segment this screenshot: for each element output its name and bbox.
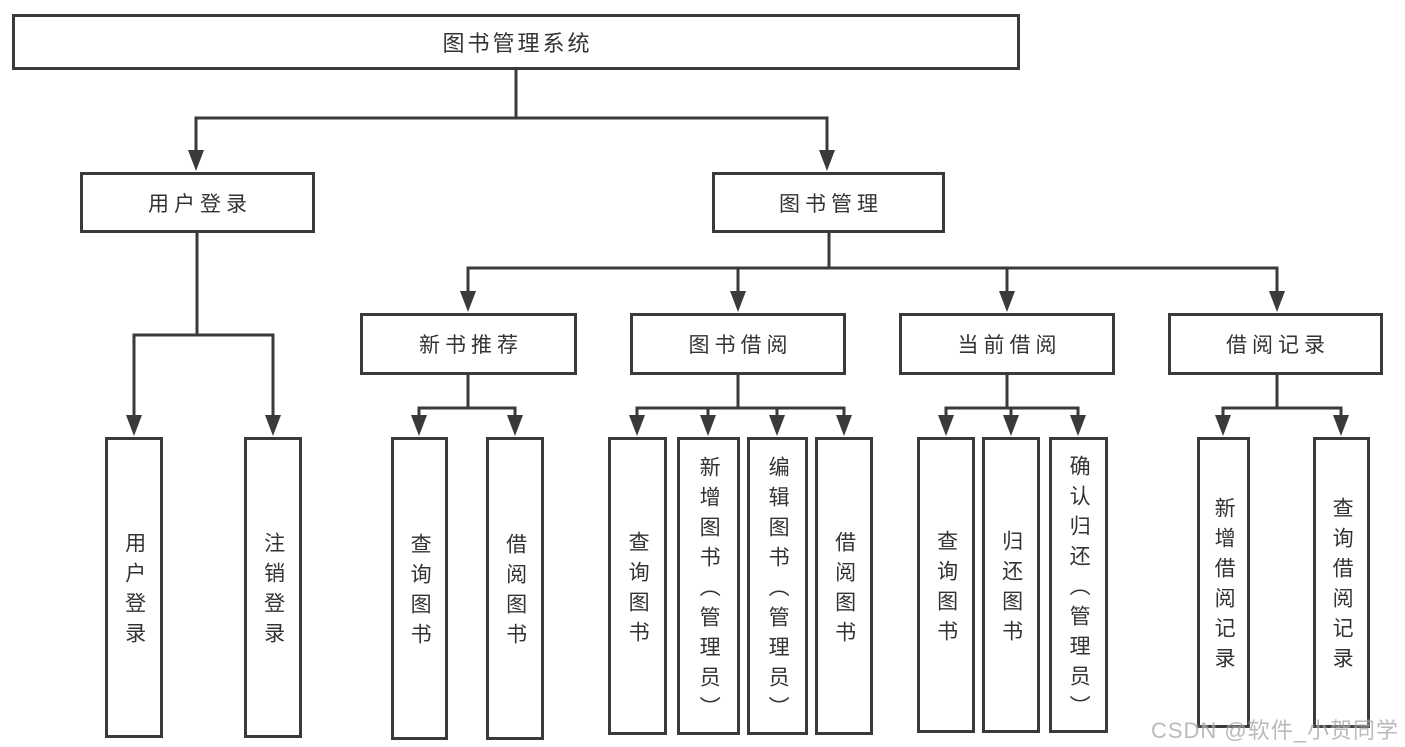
leaf-query-borrow-record-label: 查询借阅记录 [1330,497,1354,677]
leaf-edit-books-admin-label: 编辑图书（管理员） [766,455,790,726]
leaf-borrow-books-1-label: 借阅图书 [503,533,527,653]
node-borrow-records-label: 借阅记录 [1226,334,1330,357]
connector-records-to-leaves [1215,373,1349,436]
leaf-confirm-return-admin: 确认归还（管理员） [1049,437,1108,733]
csdn-watermark: CSDN @软件_小贺同学 [1150,718,1399,743]
node-root: 图书管理系统 [12,14,1020,70]
leaf-return-books-label: 归还图书 [999,529,1023,650]
node-new-book-recommend-label: 新书推荐 [419,334,523,357]
node-book-borrow: 图书借阅 [630,313,846,375]
leaf-query-books-1: 查询图书 [391,437,448,740]
leaf-add-borrow-record: 新增借阅记录 [1197,437,1250,728]
node-book-management-label: 图书管理 [779,192,883,216]
leaf-add-books-admin: 新增图书（管理员） [677,437,740,735]
leaf-query-books-1-label: 查询图书 [408,533,432,653]
connector-management-to-level3 [460,231,1285,312]
leaf-query-books-3: 查询图书 [917,437,975,733]
leaf-query-books-3-label: 查询图书 [934,529,958,650]
connector-root-to-level2 [188,68,835,171]
node-current-borrow-label: 当前借阅 [957,334,1062,357]
leaf-user-login-label: 用户登录 [122,532,146,652]
leaf-borrow-books-2: 借阅图书 [815,437,873,735]
leaf-logout-label: 注销登录 [261,532,285,652]
leaf-return-books: 归还图书 [982,437,1040,733]
leaf-query-borrow-record: 查询借阅记录 [1313,437,1370,728]
node-user-login-label: 用户登录 [148,192,252,216]
leaf-add-books-admin-label: 新增图书（管理员） [697,455,721,726]
leaf-user-login: 用户登录 [105,437,163,738]
leaf-query-books-2: 查询图书 [608,437,667,735]
node-user-login: 用户登录 [80,172,315,233]
node-current-borrow: 当前借阅 [899,313,1115,375]
connector-newbooks-to-leaves [411,373,523,436]
connector-current-to-leaves [938,373,1086,436]
connector-borrow-to-leaves [629,373,852,436]
node-new-book-recommend: 新书推荐 [360,313,577,375]
node-borrow-records: 借阅记录 [1168,313,1383,375]
leaf-borrow-books-2-label: 借阅图书 [832,530,856,651]
leaf-confirm-return-admin-label: 确认归还（管理员） [1067,454,1091,725]
leaf-add-borrow-record-label: 新增借阅记录 [1212,497,1236,677]
leaf-query-books-2-label: 查询图书 [626,530,650,651]
leaf-logout: 注销登录 [244,437,302,738]
leaf-borrow-books-1: 借阅图书 [486,437,544,740]
leaf-edit-books-admin: 编辑图书（管理员） [747,437,808,735]
node-root-label: 图书管理系统 [442,31,593,56]
connector-login-to-leaves [126,231,281,436]
node-book-management: 图书管理 [712,172,945,233]
node-book-borrow-label: 图书借阅 [688,334,793,357]
